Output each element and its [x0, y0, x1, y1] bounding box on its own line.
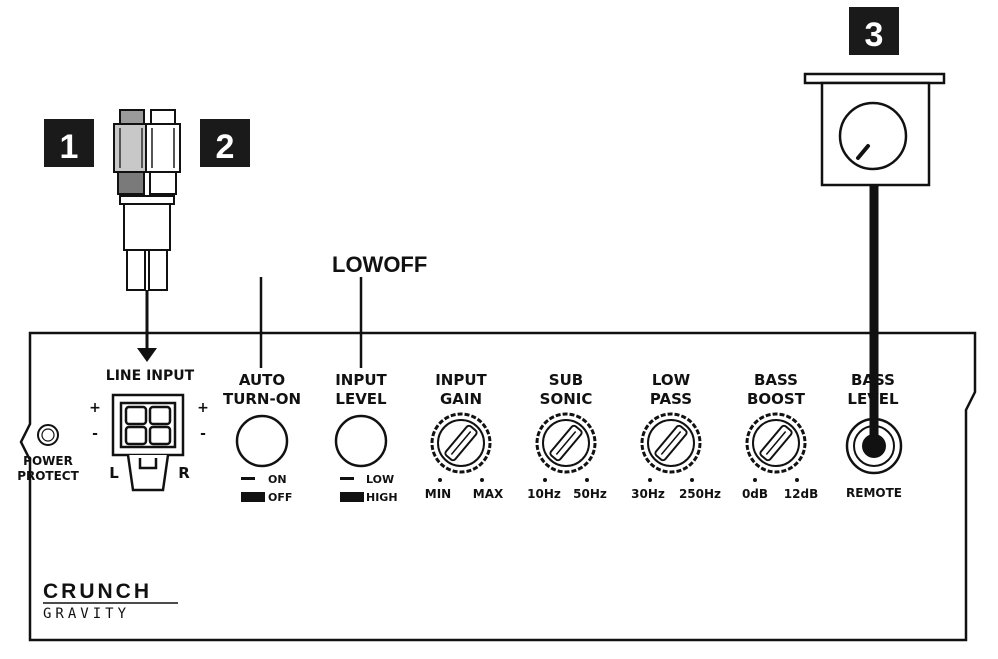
bass-boost-knob[interactable]	[745, 412, 807, 474]
line-input-title: LINE INPUT	[106, 368, 195, 384]
auto-turn-on-off-label: OFF	[268, 491, 292, 504]
amplifier-panel	[19, 331, 977, 642]
line-input-r-label: R	[178, 464, 190, 482]
bass-boost-title-1: BASS	[754, 371, 798, 389]
rca-left-tip	[119, 109, 145, 125]
low-pass-title-1: LOW	[652, 371, 691, 389]
brand-crunch: CRUNCH	[43, 580, 152, 603]
input-level-title-2: LEVEL	[335, 390, 387, 408]
auto-turn-on-title-1: AUTO	[239, 371, 285, 389]
remote-bass-knob	[803, 72, 946, 187]
auto-turn-on-on-indicator	[241, 477, 255, 480]
input-level-title-1: INPUT	[335, 371, 387, 389]
rca-right-collar	[149, 171, 177, 195]
low-pass-min-label: 30Hz	[631, 487, 665, 501]
input-gain-knob[interactable]	[430, 412, 492, 474]
arrow-head	[137, 348, 157, 362]
input-level-button[interactable]	[334, 414, 388, 468]
bass-boost-title-2: BOOST	[747, 390, 806, 408]
rca-connector	[113, 109, 181, 291]
remote-knob-pointer	[856, 144, 870, 160]
input-level-low-label: LOW	[366, 473, 394, 486]
auto-turn-on-off-indicator	[241, 492, 265, 502]
sub-sonic-knob[interactable]	[535, 412, 597, 474]
line-input-l-label: L	[109, 464, 119, 482]
low-pass-knob[interactable]	[640, 412, 702, 474]
input-gain-min-label: MIN	[425, 487, 451, 501]
bass-boost-max-label: 12dB	[784, 487, 818, 501]
line-input-left-plus: +	[89, 400, 101, 416]
brand-gravity: GRAVITY	[43, 606, 130, 622]
power-protect-led	[37, 424, 59, 446]
input-level-high-indicator	[340, 492, 364, 502]
sub-sonic-max-label: 50Hz	[573, 487, 607, 501]
callout-1: 1	[44, 119, 94, 167]
low-pass-max-label: 250Hz	[679, 487, 721, 501]
bass-boost-min-label: 0dB	[742, 487, 768, 501]
callout-3: 3	[849, 7, 899, 55]
low-pass-title-2: PASS	[650, 390, 692, 408]
lowoff-label: LOWOFF	[332, 252, 427, 277]
auto-turn-on-button[interactable]	[235, 414, 289, 468]
power-protect-label-1: POWER	[23, 454, 73, 468]
input-level-low-indicator	[340, 477, 354, 480]
auto-turn-on-on-label: ON	[268, 473, 287, 486]
line-input-right-minus: -	[200, 426, 206, 442]
line-input-left-minus: -	[92, 426, 98, 442]
adapter-block	[123, 203, 171, 251]
input-gain-title-2: GAIN	[440, 390, 482, 408]
sub-sonic-title-1: SUB	[549, 371, 583, 389]
input-level-high-label: HIGH	[366, 491, 398, 504]
rca-left-collar	[117, 171, 145, 195]
power-protect-label-2: PROTECT	[17, 469, 79, 483]
input-gain-max-label: MAX	[473, 487, 504, 501]
sub-sonic-title-2: SONIC	[540, 390, 593, 408]
callout-3-number: 3	[865, 16, 884, 54]
input-gain-title-1: INPUT	[435, 371, 487, 389]
line-input-socket	[111, 393, 185, 492]
callout-1-number: 1	[60, 128, 79, 166]
sub-sonic-min-label: 10Hz	[527, 487, 561, 501]
brand-logo: CRUNCH GRAVITY	[43, 580, 178, 622]
remote-label: REMOTE	[846, 486, 902, 500]
callout-2: 2	[200, 119, 250, 167]
line-input-right-plus: +	[197, 400, 209, 416]
rca-right-tip	[150, 109, 176, 125]
remote-knob-dial	[838, 101, 908, 171]
auto-turn-on-title-2: TURN-ON	[223, 390, 301, 408]
callout-2-number: 2	[216, 128, 235, 166]
